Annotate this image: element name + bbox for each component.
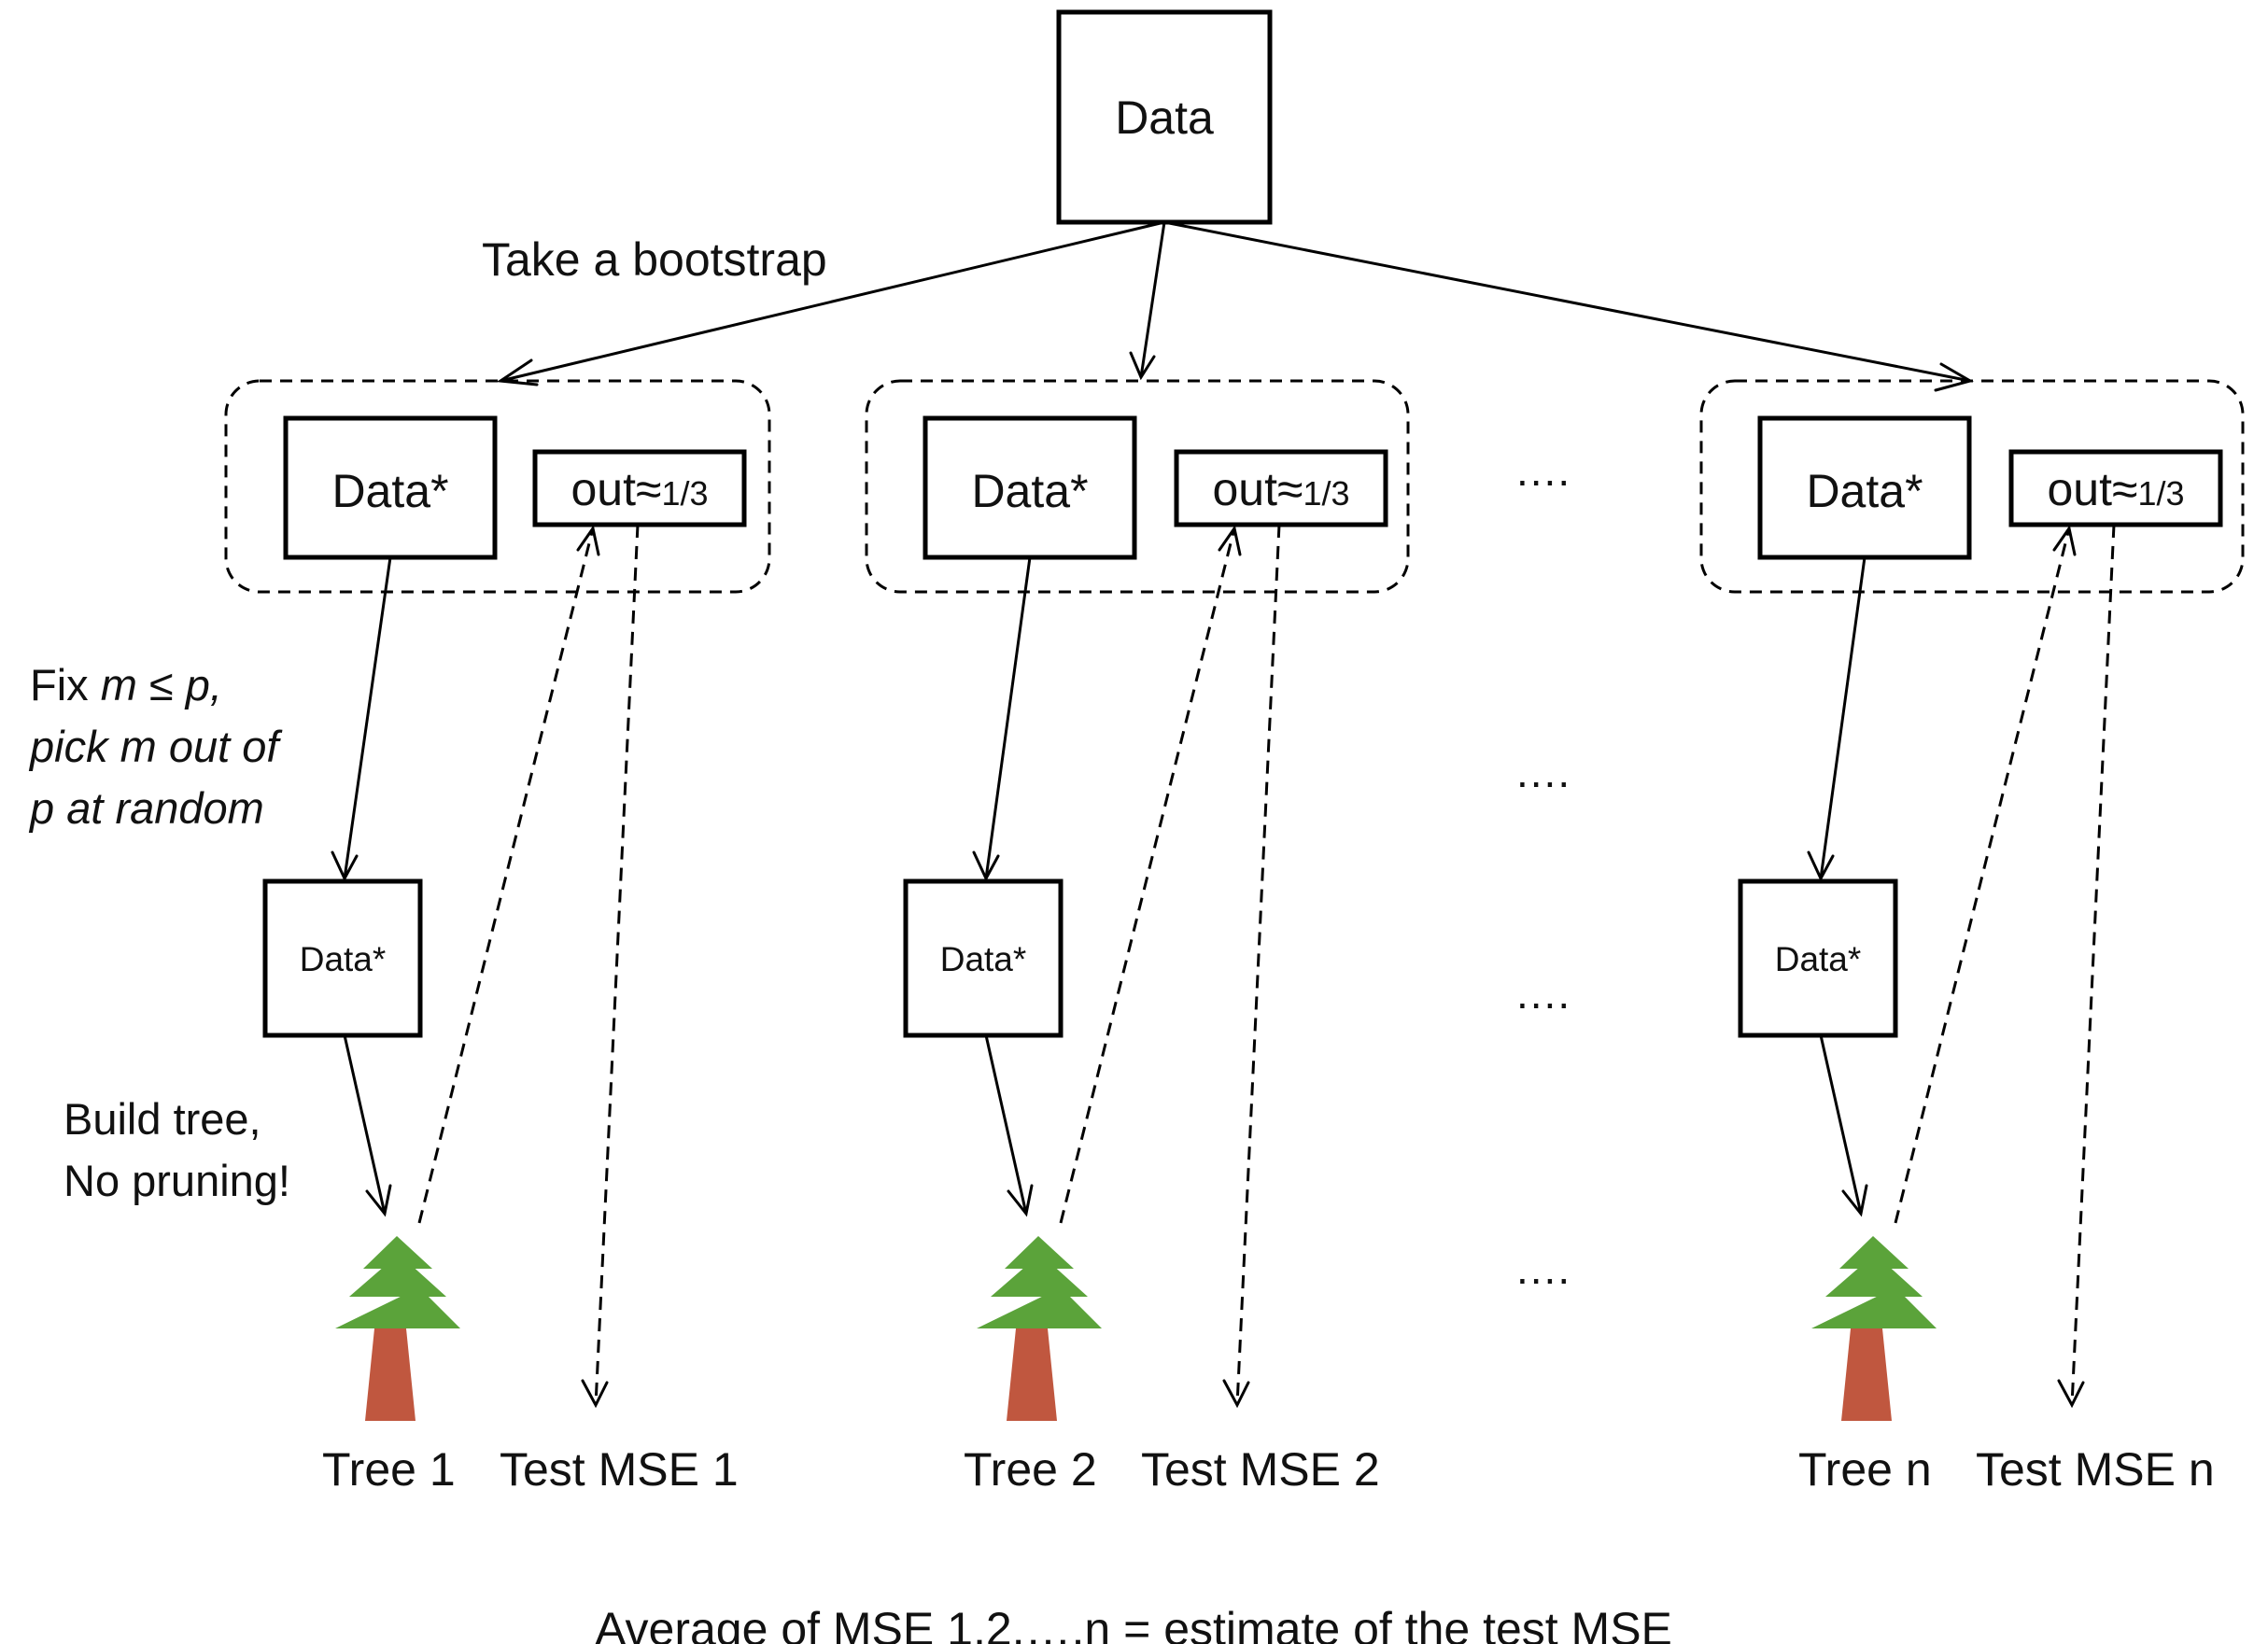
oob-box-1 [532, 449, 747, 527]
column-1: Data* out≈1/3 Data* Tree 1 Test MSE 1 [224, 379, 771, 1496]
feature-text-line-1: Fix m ≤ p, [30, 660, 222, 710]
arrowhead-mse-1 [581, 1379, 609, 1409]
oob-label-n: out≈1/3 [2048, 463, 2185, 515]
feature-text-line-2: pick m out of [28, 722, 283, 771]
bootstrap-group-1 [224, 379, 771, 594]
test-mse-label-2: Test MSE 2 [1141, 1443, 1380, 1496]
build-tree-annotation: Build tree, No pruning! [63, 1094, 290, 1205]
arrowhead-tree-2 [1007, 1184, 1034, 1217]
ellipsis-row-2: .... [1516, 748, 1571, 796]
oob-to-tree-dashed-n [1894, 527, 2071, 1224]
arrowhead-mse-2 [1222, 1379, 1250, 1409]
oob-to-tree-dashed-2 [1059, 527, 1236, 1224]
build-text-line-1: Build tree, [63, 1094, 261, 1144]
tree-label-2: Tree 2 [964, 1443, 1097, 1496]
tree-label-n: Tree n [1798, 1443, 1932, 1496]
oob-to-mse-dashed-n [2070, 524, 2116, 1406]
tree-icon-1 [335, 1236, 460, 1421]
arrow-sample-to-subset-1 [343, 556, 392, 879]
arrowhead-subset-1 [331, 850, 359, 882]
tree-icon-n [1811, 1236, 1937, 1421]
arrowhead-oob-n [2052, 525, 2077, 556]
oob-label-1: out≈1/3 [571, 463, 709, 515]
tree-icon-2 [977, 1236, 1102, 1421]
oob-label-2: out≈1/3 [1213, 463, 1350, 515]
feature-subset-box-1 [262, 878, 423, 1038]
feature-subset-label-n: Data* [1775, 940, 1862, 978]
arrowhead-oob-1 [576, 525, 600, 556]
arrowhead-mse-n [2057, 1379, 2085, 1409]
build-text-line-2: No pruning! [63, 1156, 290, 1205]
test-mse-label-n: Test MSE n [1976, 1443, 2215, 1496]
ellipsis-row-1: .... [1516, 446, 1571, 495]
arrowhead-tree-1 [365, 1184, 392, 1217]
ellipsis-row-4: .... [1516, 1244, 1571, 1293]
arrow-subset-to-tree-1 [343, 1034, 387, 1215]
oob-box-n [2008, 449, 2223, 527]
arrowhead-oob-2 [1218, 525, 1242, 556]
feature-subset-box-2 [903, 878, 1064, 1038]
arrow-sample-to-subset-2 [984, 556, 1032, 879]
feature-subset-label-1: Data* [300, 940, 387, 978]
arrowhead-group-2 [1129, 351, 1156, 381]
arrowhead-tree-n [1841, 1184, 1868, 1217]
bootstrap-label: Take a bootstrap [482, 233, 827, 286]
arrow-root-to-group-2 [1139, 221, 1166, 378]
bootstrap-sample-label-2: Data* [971, 465, 1088, 517]
test-mse-label-1: Test MSE 1 [500, 1443, 739, 1496]
ellipsis-row-3: .... [1516, 969, 1571, 1018]
column-n: Data* out≈1/3 Data* Tree n Test MSE n [1699, 379, 2245, 1496]
average-mse-caption: Average of MSE 1,2,…,n = estimate of the… [595, 1603, 1672, 1644]
bootstrap-sample-label-1: Data* [331, 465, 448, 517]
arrow-subset-to-tree-2 [984, 1034, 1028, 1215]
arrowhead-group-1 [496, 358, 539, 386]
arrow-sample-to-subset-n [1819, 556, 1867, 879]
arrow-root-to-group-n [1163, 220, 1971, 383]
bootstrap-sample-box-1 [283, 415, 498, 560]
feature-subset-box-n [1738, 878, 1898, 1038]
feature-selection-annotation: Fix m ≤ p, pick m out of p at random [28, 660, 283, 833]
bootstrap-group-2 [865, 379, 1410, 594]
bootstrap-group-n [1699, 379, 2245, 594]
column-2: Data* out≈1/3 Data* Tree 2 Test MSE 2 [865, 379, 1410, 1496]
oob-box-2 [1174, 449, 1388, 527]
feature-subset-label-2: Data* [940, 940, 1027, 978]
bootstrap-sample-box-n [1757, 415, 1972, 560]
bootstrap-sample-label-n: Data* [1806, 465, 1923, 517]
arrow-root-to-group-1 [500, 220, 1165, 383]
page-number: 16 [2140, 1638, 2176, 1644]
oob-to-mse-dashed-2 [1235, 524, 1281, 1406]
oob-to-tree-dashed-1 [417, 527, 595, 1224]
root-data-label: Data [1115, 91, 1214, 144]
arrow-subset-to-tree-n [1819, 1034, 1863, 1215]
feature-text-line-3: p at random [28, 783, 264, 833]
tree-label-1: Tree 1 [322, 1443, 456, 1496]
arrowhead-subset-n [1807, 850, 1835, 882]
arrowhead-subset-2 [972, 850, 1000, 882]
bootstrap-arrows [496, 220, 1974, 392]
root-data-node: Data [1056, 9, 1273, 225]
oob-to-mse-dashed-1 [594, 524, 640, 1406]
